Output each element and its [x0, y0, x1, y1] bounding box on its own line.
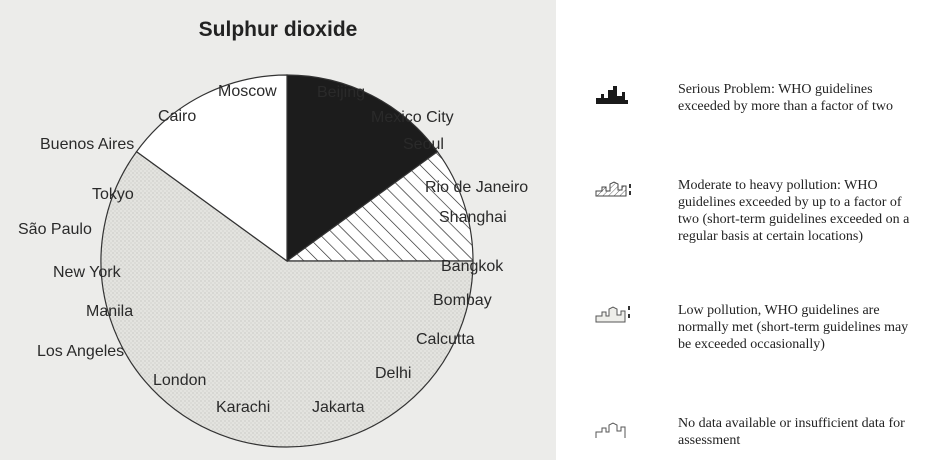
skyline-outline-icon [595, 422, 626, 438]
legend-low-text: Low pollution, WHO guidelines are normal… [678, 303, 909, 352]
city-label: Bangkok [441, 258, 504, 275]
city-label: Los Angeles [37, 343, 124, 360]
city-label: Jakarta [312, 399, 365, 416]
city-label: Rio de Janeiro [425, 179, 528, 196]
chart-title: Sulphur dioxide [198, 18, 358, 41]
city-label: Shanghai [439, 209, 507, 226]
city-label: Calcutta [416, 331, 475, 348]
skyline-solid-icon [596, 86, 628, 104]
city-label: Beijing [317, 84, 365, 101]
pie-slice-no-data [135, 74, 288, 263]
city-label: New York [53, 264, 122, 281]
city-label: São Paulo [18, 221, 92, 238]
pie-slice-serious [286, 74, 439, 263]
pie-slice-moderate [285, 150, 474, 262]
legend-moderate-text: Moderate to heavy pollution: WHO guideli… [678, 178, 910, 244]
city-label: Moscow [218, 83, 277, 100]
city-label: Tokyo [92, 186, 134, 203]
skyline-hatched-icon [595, 181, 631, 197]
city-label: Buenos Aires [40, 136, 134, 153]
city-label: Bombay [433, 292, 492, 309]
skyline-dotted-icon [595, 306, 630, 323]
legend-nodata-text: No data available or insufficient data f… [678, 416, 905, 448]
legend-serious-text: Serious Problem: WHO guidelines exceeded… [678, 82, 893, 114]
city-label: Mexico City [371, 109, 454, 126]
city-label: Karachi [216, 399, 270, 416]
city-label: Delhi [375, 365, 411, 382]
pie-slice-low [100, 150, 474, 448]
city-label: Seoul [403, 136, 444, 153]
city-label: Manila [86, 303, 133, 320]
city-label: London [153, 372, 206, 389]
city-label: Cairo [158, 108, 196, 125]
